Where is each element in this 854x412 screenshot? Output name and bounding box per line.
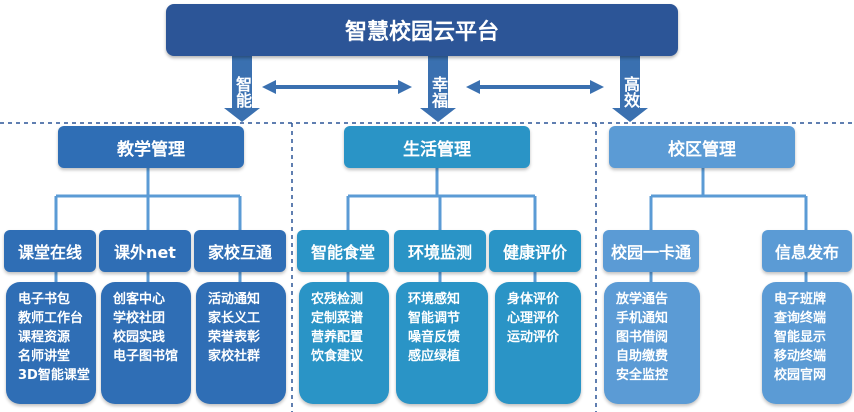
connector-campus [649,168,808,230]
sub-campus-card: 校园一卡通 [603,230,699,272]
detail-extracurricular-net: 创客中心 学校社团 校园实践 电子图书馆 [101,282,191,404]
list-item: 智能调节 [408,311,461,326]
list-item: 学校社团 [113,311,166,326]
category-teaching: 教学管理 [58,126,244,168]
detail-environment-monitoring: 环境感知 智能调节 噪音反馈 感应绿植 [396,282,488,404]
list-item: 创客中心 [113,292,166,307]
list-item: 智能显示 [774,330,827,345]
value-label-intelligent: 智能 [231,76,253,108]
list-item: 心理评价 [507,311,560,326]
list-item: 电子书包 [18,292,71,307]
list-item: 移动终端 [774,349,827,364]
detail-smart-canteen: 农残检测 定制菜谱 营养配置 饮食建议 [299,282,389,404]
connector-life [346,168,537,230]
list-item: 图书借阅 [616,330,669,345]
detail-campus-card: 放学通告 手机通知 图书借阅 自助缴费 安全监控 [604,282,700,404]
list-item: 电子班牌 [774,292,827,307]
detail-health-evaluation: 身体评价 心理评价 运动评价 [495,282,581,404]
sub-health-evaluation: 健康评价 [489,230,581,272]
down-arrow-1 [224,56,260,122]
list-item: 校园实践 [113,330,166,345]
value-label-happiness: 幸福 [427,76,449,108]
sub-class-online: 课堂在线 [4,230,96,272]
list-item: 电子图书馆 [113,349,179,364]
list-item: 安全监控 [616,368,669,383]
double-arrow-left [262,80,412,94]
list-item: 自助缴费 [616,349,669,364]
list-item: 感应绿植 [408,349,461,364]
double-arrow-right [466,80,604,94]
list-item: 农残检测 [311,292,364,307]
category-life: 生活管理 [344,126,530,168]
list-item: 环境感知 [408,292,461,307]
sub-home-school: 家校互通 [194,230,286,272]
list-item: 教师工作台 [18,311,84,326]
list-item: 放学通告 [616,292,669,307]
list-item: 查询终端 [774,311,827,326]
list-item: 身体评价 [507,292,560,307]
list-item: 噪音反馈 [408,330,461,345]
list-item: 家校社群 [208,349,261,364]
list-item: 校园官网 [774,368,827,383]
list-item: 活动通知 [208,292,261,307]
list-item: 手机通知 [616,311,669,326]
list-item: 荣誉表彰 [208,330,261,345]
platform-title: 智慧校园云平台 [166,4,678,56]
list-item: 3D智能课堂 [18,368,90,383]
sub-smart-canteen: 智能食堂 [297,230,389,272]
value-label-happiness-text: 幸福 [429,76,448,108]
value-label-efficient-text: 高效 [621,76,640,108]
value-label-efficient: 高效 [619,76,641,108]
value-label-intelligent-text: 智能 [233,76,252,108]
list-item: 运动评价 [507,330,560,345]
connector-teaching [54,168,242,230]
list-item: 饮食建议 [311,349,364,364]
detail-info-release: 电子班牌 查询终端 智能显示 移动终端 校园官网 [762,282,852,404]
list-item: 营养配置 [311,330,364,345]
list-item: 课程资源 [18,330,71,345]
down-arrow-3 [612,56,648,122]
down-arrow-2 [420,56,456,122]
sub-environment-monitoring: 环境监测 [394,230,486,272]
detail-class-online: 电子书包 教师工作台 课程资源 名师讲堂 3D智能课堂 [6,282,96,404]
sub-info-release: 信息发布 [762,230,852,272]
list-item: 家长义工 [208,311,261,326]
list-item: 名师讲堂 [18,349,71,364]
detail-home-school: 活动通知 家长义工 荣誉表彰 家校社群 [196,282,286,404]
list-item: 定制菜谱 [311,311,364,326]
category-campus: 校区管理 [609,126,795,168]
sub-extracurricular-net: 课外net [99,230,191,272]
